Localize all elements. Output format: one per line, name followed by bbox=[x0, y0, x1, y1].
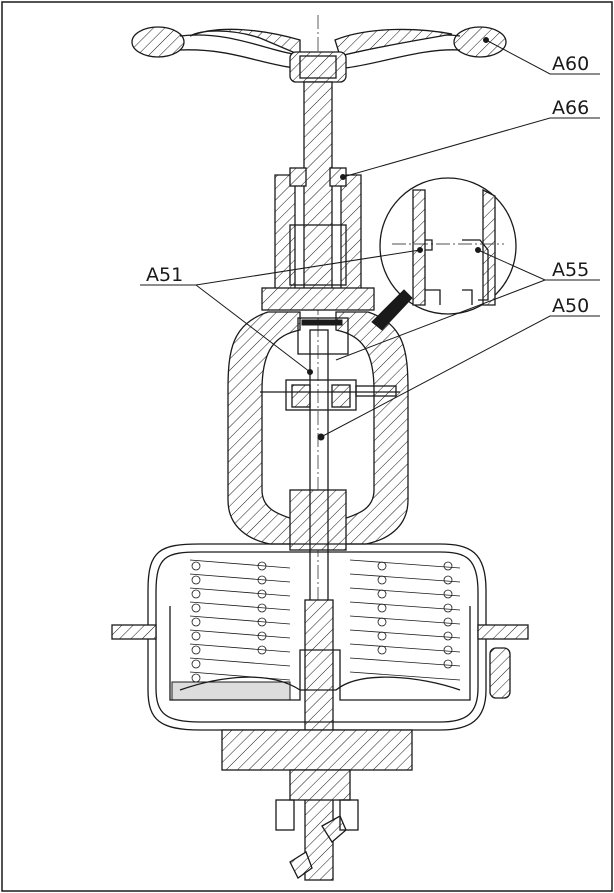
callout-a51: A51 bbox=[146, 264, 183, 286]
leader-lines bbox=[140, 37, 600, 438]
bonnet bbox=[261, 167, 375, 311]
handwheel bbox=[131, 26, 507, 83]
spring-housing bbox=[111, 543, 529, 801]
yoke-body bbox=[227, 311, 409, 551]
springs bbox=[189, 559, 461, 683]
callout-a60: A60 bbox=[552, 53, 589, 75]
callout-labels: A60 A66 A51 A55 A50 bbox=[146, 53, 589, 317]
detail-view bbox=[371, 177, 517, 331]
callout-a50: A50 bbox=[552, 295, 589, 317]
callout-a66: A66 bbox=[552, 97, 589, 119]
stem-coupling bbox=[275, 799, 359, 879]
callout-a55: A55 bbox=[552, 259, 589, 281]
